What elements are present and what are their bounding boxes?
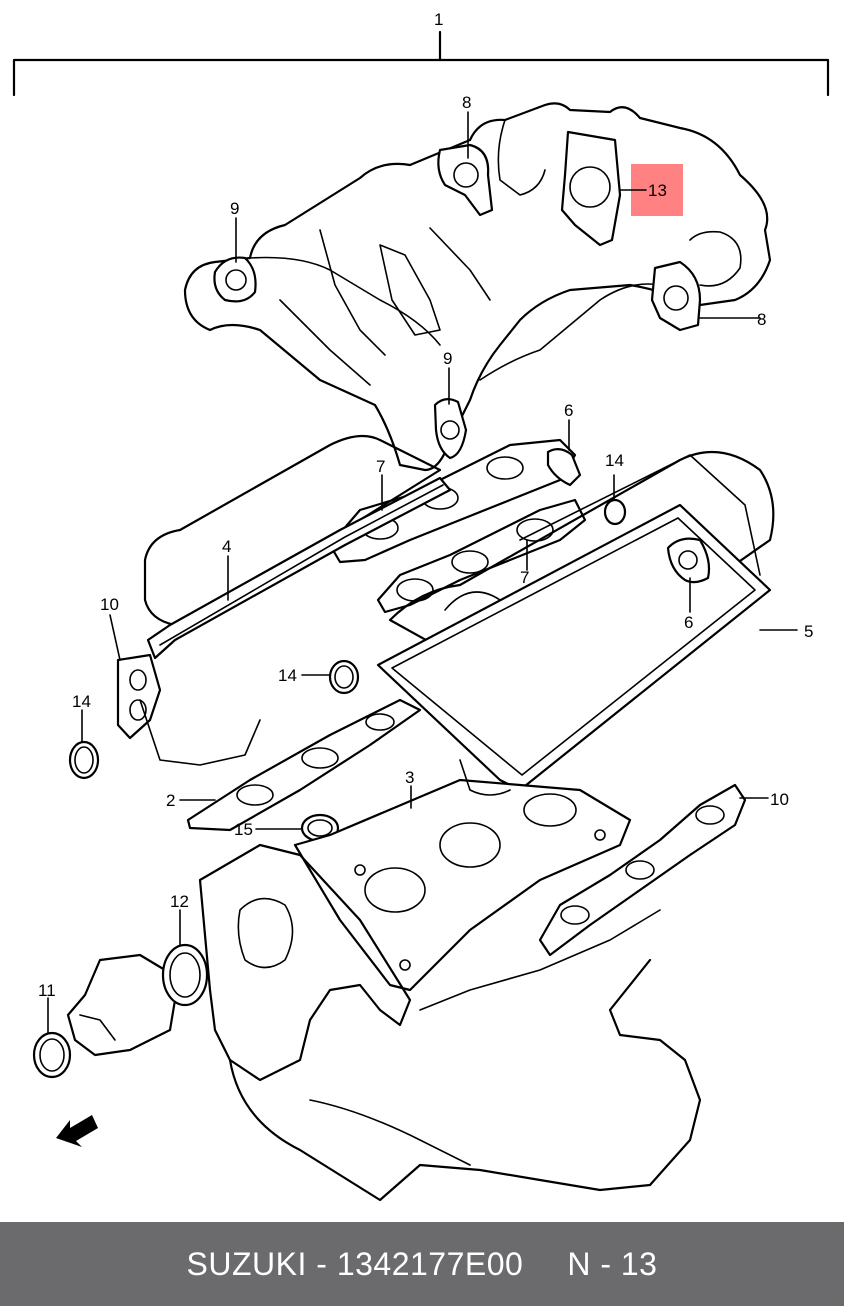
- valve-cover-gasket-5: [376, 503, 772, 792]
- label-14: 14: [72, 692, 91, 711]
- intake-gasket-8-upper: [437, 143, 494, 217]
- egr-gasket-9-lower: [433, 398, 468, 460]
- label-10: 10: [100, 595, 119, 614]
- exploded-view-drawing: 1 8 9 13 8 9 6 7 14 4 7 10 6 5 14 14 3 2…: [12, 10, 830, 1202]
- label-13: 13: [648, 181, 667, 200]
- diagram-reference: N - 13: [567, 1245, 658, 1282]
- label-11: 11: [38, 981, 56, 1000]
- egr-gasket-9-upper: [213, 256, 257, 303]
- label-8: 8: [462, 93, 471, 112]
- label-3: 3: [405, 768, 414, 787]
- intake-gasket-8-lower: [650, 260, 702, 332]
- label-14: 14: [278, 666, 297, 685]
- o-ring-14-upper: [603, 498, 627, 526]
- part-info-footer: SUZUKI - 1342177E00 N - 13: [0, 1222, 844, 1306]
- exhaust-gasket-10-right: [538, 783, 747, 957]
- label-10: 10: [770, 790, 789, 809]
- label-6: 6: [564, 401, 573, 420]
- label-9: 9: [443, 349, 452, 368]
- callout-labels: 1 8 9 13 8 9 6 7 14 4 7 10 6 5 14 14 3 2…: [38, 10, 813, 1000]
- label-8: 8: [757, 310, 766, 329]
- label-5: 5: [804, 622, 813, 641]
- label-1: 1: [434, 10, 443, 29]
- label-7: 7: [376, 457, 385, 476]
- label-9: 9: [230, 199, 239, 218]
- label-15: 15: [234, 820, 253, 839]
- exhaust-gasket-10-left: [116, 653, 162, 740]
- gasket-kit-diagram: 1 8 9 13 8 9 6 7 14 4 7 10 6 5 14 14 3 2…: [12, 10, 830, 1202]
- part-number: SUZUKI - 1342177E00: [186, 1245, 524, 1282]
- label-12: 12: [170, 892, 189, 911]
- leader-lines: [47, 111, 798, 1034]
- kit-bracket: [12, 58, 830, 97]
- engine-block: [198, 843, 412, 1082]
- cylinder-head-gasket-3: [293, 778, 632, 992]
- label-6: 6: [684, 613, 693, 632]
- plug-tube-gasket-6: [666, 537, 711, 584]
- valve-cover-gasket-4: [146, 476, 452, 660]
- label-7: 7: [520, 568, 529, 587]
- label-4: 4: [222, 537, 231, 556]
- intake-manifold: [183, 102, 772, 472]
- valve-cover-left: [143, 434, 442, 627]
- label-2: 2: [166, 791, 175, 810]
- cylinder-head-gasket-2: [186, 698, 422, 832]
- plug-tube-gasket-6-upper: [546, 448, 582, 487]
- label-14: 14: [605, 451, 624, 470]
- water-inlet-housing: [66, 953, 177, 1057]
- front-arrow-icon: [56, 1115, 98, 1147]
- throttle-body-gasket-13: [560, 130, 622, 247]
